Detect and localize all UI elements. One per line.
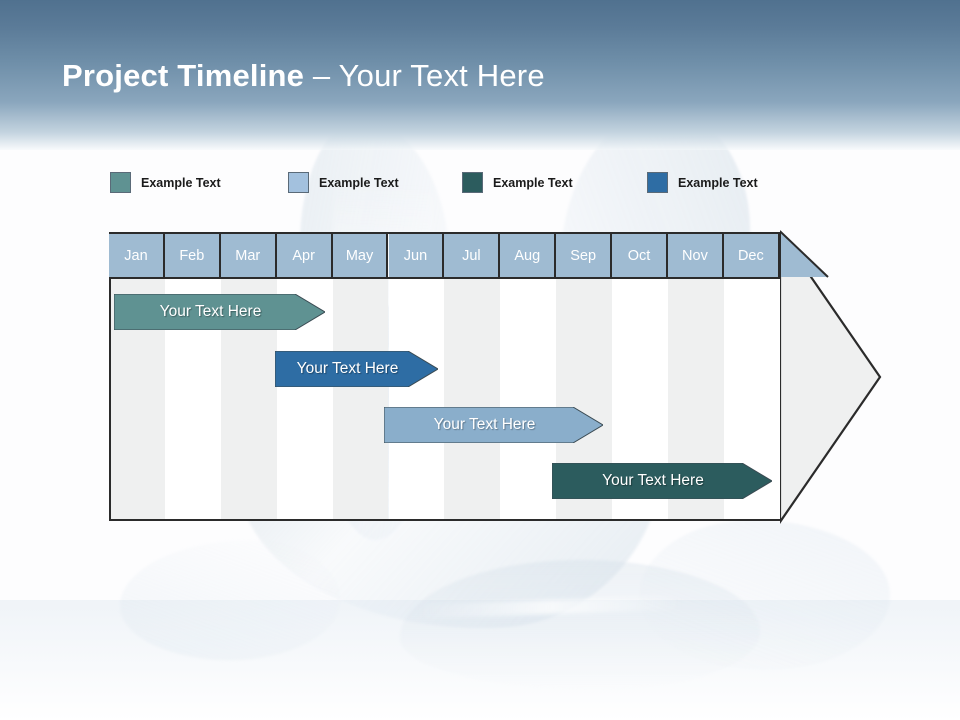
page-title: Project Timeline – Your Text Here: [62, 58, 545, 94]
legend-item-3: Example Text: [462, 172, 573, 193]
month-header-sep[interactable]: Sep: [556, 232, 613, 279]
timeline-bar-4[interactable]: Your Text Here: [552, 463, 772, 499]
timeline-bar-1[interactable]: Your Text Here: [114, 294, 325, 330]
month-header-jan[interactable]: Jan: [109, 232, 165, 279]
month-header-label: Nov: [682, 247, 708, 264]
ice-shape-d: [400, 560, 760, 690]
timeline-column-mar: [220, 232, 277, 521]
timeline-bar-2[interactable]: Your Text Here: [275, 351, 438, 387]
background-floor: [0, 600, 960, 720]
timeline-column-aug: [500, 232, 557, 521]
ice-shape-e: [640, 520, 890, 670]
month-header-label: Jun: [403, 247, 428, 264]
timeline-bar-shape-4: [552, 463, 772, 499]
header-top-rule: [109, 232, 780, 234]
legend-item-1: Example Text: [110, 172, 221, 193]
month-header-feb[interactable]: Feb: [164, 232, 221, 279]
legend-swatch-icon-3: [462, 172, 483, 193]
month-header-mar[interactable]: Mar: [220, 232, 277, 279]
timeline-bar-label-2: Your Text Here: [296, 360, 399, 377]
month-header-label: Apr: [292, 247, 315, 264]
ice-highlight-3: [419, 595, 681, 619]
legend-label-1: Example Text: [141, 175, 221, 190]
arrow-head-cap-shape: [780, 230, 829, 278]
timeline-column-jul: [444, 232, 501, 521]
timeline-bar-shape-1: [114, 294, 325, 330]
timeline-column-jan: [109, 232, 165, 521]
month-header-may[interactable]: May: [332, 232, 389, 279]
page-title-strong: Project Timeline: [62, 58, 305, 93]
month-header-label: Aug: [514, 247, 541, 264]
timeline-bar-shape-3: [384, 407, 603, 443]
month-header-dec[interactable]: Dec: [723, 232, 780, 279]
timeline-column-feb: [164, 232, 221, 521]
month-header-label: Oct: [627, 247, 651, 264]
legend-swatch-icon-1: [110, 172, 131, 193]
timeline-month-header-row: Jan Feb Mar Apr May Jun Jul Aug Sep Oct Nov Dec: [109, 232, 780, 279]
page-title-light: – Your Text Here: [304, 58, 545, 93]
month-header-apr[interactable]: Apr: [276, 232, 333, 279]
month-header-oct[interactable]: Oct: [612, 232, 668, 279]
month-header-aug[interactable]: Aug: [500, 232, 557, 279]
month-header-label: Sep: [570, 247, 597, 264]
header-bottom-rule: [109, 277, 780, 279]
month-header-nov[interactable]: Nov: [668, 232, 724, 279]
legend-swatch-icon-2: [288, 172, 309, 193]
month-header-jun[interactable]: Jun: [388, 232, 445, 279]
arrow-head-month-cap: [780, 230, 884, 279]
legend-label-4: Example Text: [678, 175, 758, 190]
month-header-label: Feb: [179, 247, 205, 264]
legend-item-4: Example Text: [647, 172, 758, 193]
timeline-bar-label-4: Your Text Here: [602, 472, 704, 489]
header-banner: [0, 0, 960, 150]
timeline-bar-3[interactable]: Your Text Here: [384, 407, 603, 443]
timeline-arrow-head: [780, 230, 884, 524]
legend-swatch-icon-4: [647, 172, 668, 193]
month-header-label: Jul: [462, 247, 481, 264]
ice-shape-f: [120, 540, 340, 660]
legend-label-3: Example Text: [493, 175, 573, 190]
timeline-bar-label-1: Your Text Here: [159, 303, 262, 320]
month-header-label: Mar: [235, 247, 261, 264]
month-header-label: Dec: [737, 247, 764, 264]
month-header-label: May: [345, 247, 374, 264]
month-header-label: Jan: [124, 247, 148, 264]
month-header-jul[interactable]: Jul: [444, 232, 501, 279]
timeline-bar-label-3: Your Text Here: [433, 416, 536, 433]
arrow-head-shape: [780, 230, 882, 524]
legend-item-2: Example Text: [288, 172, 399, 193]
timeline-axis-border: [109, 232, 780, 521]
legend-label-2: Example Text: [319, 175, 399, 190]
timeline-chart: Jan Feb Mar Apr May Jun Jul Aug Sep Oct Nov Dec You…: [109, 232, 780, 521]
timeline-bar-shape-2: [275, 351, 438, 387]
